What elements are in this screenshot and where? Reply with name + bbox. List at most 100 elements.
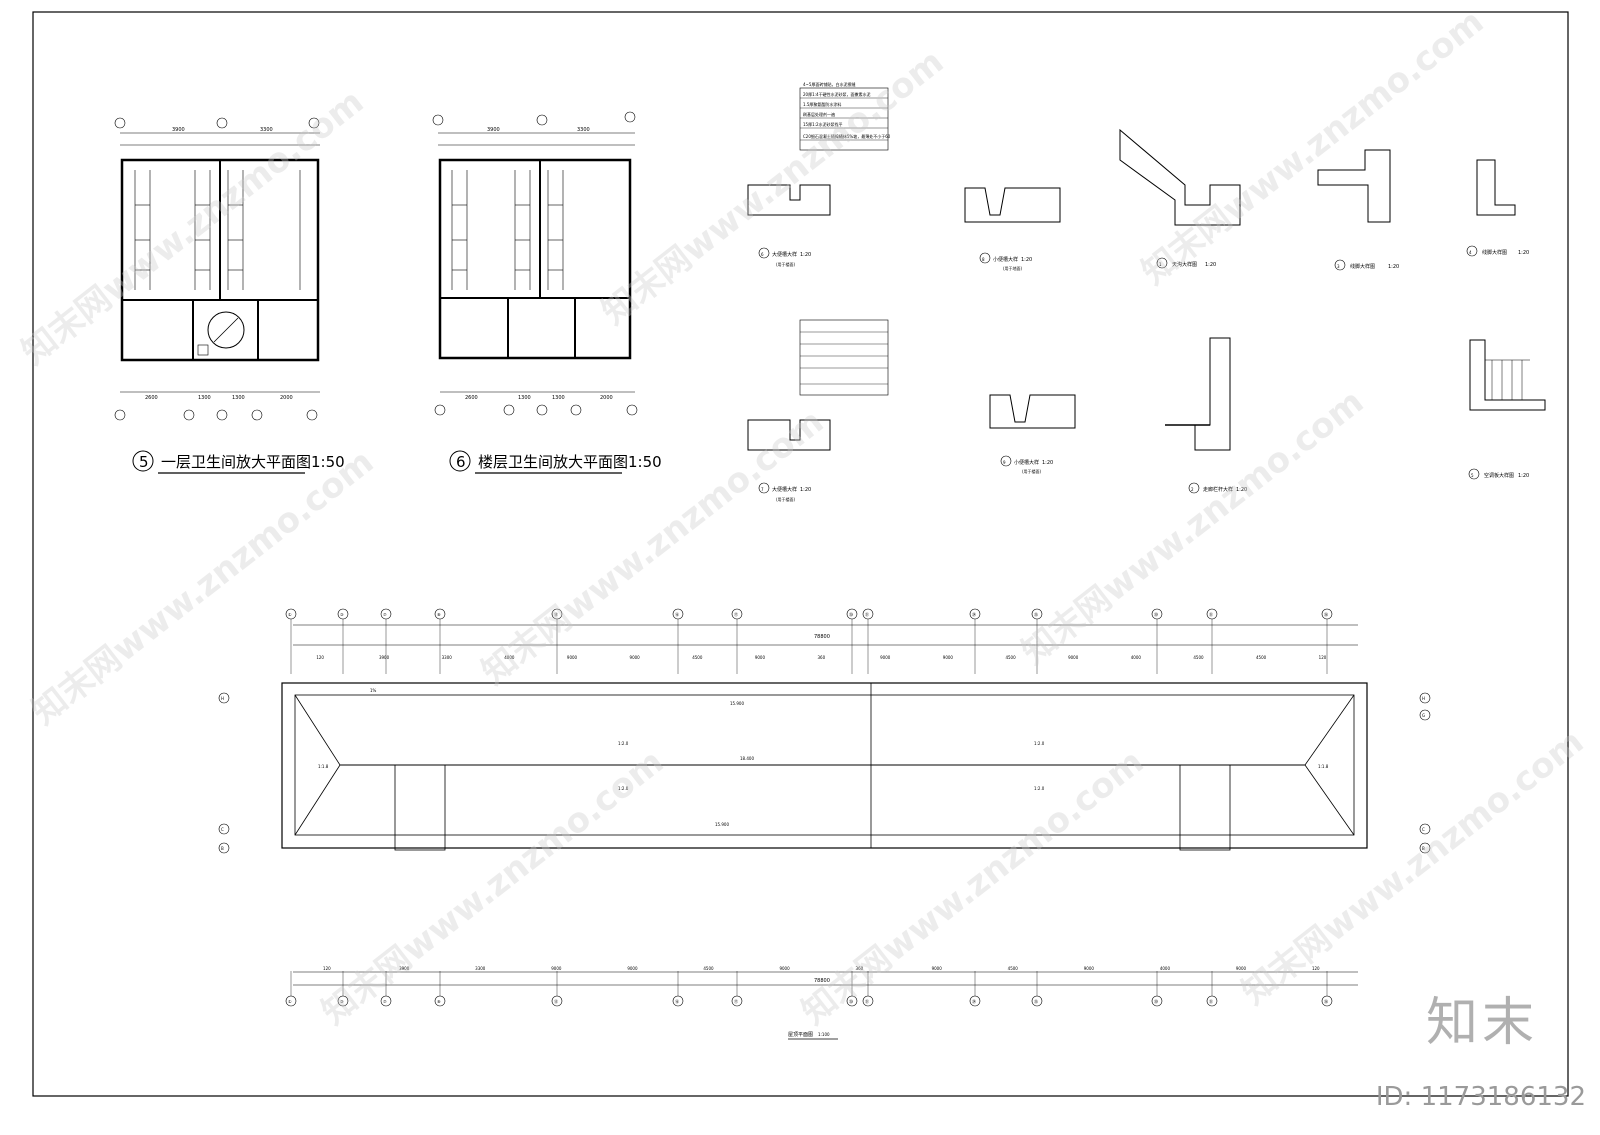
roof-dim-label: 9000	[1084, 966, 1095, 971]
p6-dim-b2: 1300	[518, 395, 531, 401]
d7-num: 7	[761, 487, 764, 492]
roof-dim-label: 9000	[627, 966, 638, 971]
d6-layer-2: 20厚1:4干硬性水泥砂浆，面撒素水泥	[803, 91, 871, 97]
roof-dim-label: 9000	[1236, 966, 1247, 971]
p5-dim-b4: 2000	[280, 395, 293, 401]
roof-axis-label: ⑳	[849, 611, 853, 617]
roof-dim-label: 4500	[692, 655, 703, 660]
roof-axis-label: ⑬	[554, 611, 558, 617]
d8-scale: 1:20	[1021, 257, 1032, 263]
roof-axis-G-r: G	[1422, 713, 1425, 718]
d8-num: 8	[982, 257, 985, 262]
roof-dim-label: 9000	[779, 966, 790, 971]
p5-dim-b2: 1300	[198, 395, 211, 401]
d3-scale: 1:20	[1388, 264, 1399, 270]
d6-scale: 1:20	[800, 252, 811, 258]
roof-dim-label: 9000	[567, 655, 578, 660]
d7-title: 大便槽大样	[772, 486, 797, 493]
roof-dim-label: 4000	[504, 655, 515, 660]
roof-axis-label: ㉔	[972, 611, 976, 617]
roof-axis-label: ①	[288, 999, 292, 1004]
roof-dim-label: 4000	[1160, 966, 1171, 971]
d2-title: 走廊栏杆大样	[1203, 486, 1233, 493]
d6-layer-5: 15厚1:2水泥砂浆找平	[803, 121, 843, 127]
roof-axis-label: ㉕	[1034, 611, 1038, 617]
roof-dim-label: 9000	[1068, 655, 1079, 660]
roof-dim-label: 120	[316, 655, 324, 660]
p5-dim-b1: 2600	[145, 395, 158, 401]
roof-axis-label: ㉛	[1209, 611, 1213, 617]
roof-axis-label: ㊱	[1324, 998, 1328, 1004]
d4-num: 4	[1469, 250, 1472, 255]
roof-axis-C: C	[221, 827, 224, 832]
roof-axis-label: ⑦	[383, 612, 387, 617]
detail-3: 3 线脚大样图 1:20	[1317, 149, 1399, 271]
p6-dim-b4: 2000	[600, 395, 613, 401]
detail-4: 4 线脚大样图 1:20	[1466, 159, 1529, 257]
d5-title: 空调板大样图	[1484, 472, 1514, 479]
roof-dim-label: 3900	[379, 655, 390, 660]
roof-axis-label: ㉚	[1154, 611, 1158, 617]
d7-scale: 1:20	[800, 487, 811, 493]
roof-axis-label: ①	[288, 612, 292, 617]
d4-scale: 1:20	[1518, 250, 1529, 256]
roof-dim-label: 4500	[1193, 655, 1204, 660]
roof-axis-label: ⑰	[734, 611, 738, 617]
roof-axis-label: ⑧	[437, 612, 441, 617]
p6-title-scale: 1:50	[628, 453, 662, 471]
p5-title-scale: 1:50	[311, 453, 345, 471]
d6-layer-1: 4~5厚面砖铺贴，白水泥擦缝	[803, 81, 855, 87]
roof-slope-2: 1:2.0	[618, 786, 629, 791]
d3-num: 3	[1337, 264, 1340, 269]
d2-scale: 1:20	[1236, 487, 1247, 493]
p6-dim-b3: 1300	[552, 395, 565, 401]
roof-axis-label: ㉑	[865, 998, 869, 1004]
roof-total-bottom: 78800	[814, 978, 830, 984]
roof-axis-label: ③	[340, 999, 344, 1004]
roof-dim-label: 9000	[551, 966, 562, 971]
roof-title: 屋顶平面图	[788, 1032, 813, 1038]
p6-title-num: 6	[456, 453, 466, 471]
roof-elev-2: 18.400	[740, 756, 754, 761]
roof-axis-label: ㉛	[1209, 998, 1213, 1004]
d4-title: 线脚大样图	[1482, 249, 1507, 256]
roof-dim-label: 120	[1312, 966, 1320, 971]
plan-5: 3900 3300 2600 1300 1300 2000	[114, 117, 345, 474]
roof-axis-label: ⑯	[675, 611, 679, 617]
roof-slope-5: 1:1.8	[318, 764, 329, 769]
d3-title: 线脚大样图	[1350, 263, 1375, 270]
d1-num: 1	[1159, 262, 1162, 267]
roof-dim-label: 3300	[442, 655, 453, 660]
roof-dim-label: 9000	[932, 966, 943, 971]
roof-elev-3: 15.900	[715, 822, 729, 827]
detail-1: 1 天沟大样图 1:20	[1119, 128, 1241, 269]
roof-dim-label: 4500	[703, 966, 714, 971]
roof-dim-label: 360	[856, 966, 864, 971]
roof-axis-label: ㉑	[865, 611, 869, 617]
d9-scale: 1:20	[1042, 460, 1053, 466]
sheet-border	[32, 11, 1569, 1097]
roof-slope-3: 1:2.0	[1034, 741, 1045, 746]
d7-note: (用于楼面)	[776, 496, 796, 502]
roof-axis-label: ㉕	[1034, 998, 1038, 1004]
p5-dim-b3: 1300	[232, 395, 245, 401]
d6-title: 大便槽大样	[772, 251, 797, 258]
roof-axis-label: ③	[340, 612, 344, 617]
roof-axis-label: ⑦	[383, 999, 387, 1004]
roof-dim-label: 4500	[1256, 655, 1267, 660]
p5-dim-top-1: 3900	[172, 127, 185, 133]
d6-layer-3: 1.5厚聚氨酯防水涂料	[803, 101, 841, 107]
roof-dim-label: 4500	[1005, 655, 1016, 660]
d6-layer-6: C20细石混凝土随捣随抹5%坡，最薄处不小于60	[803, 133, 891, 139]
roof-dim-label: 9000	[880, 655, 891, 660]
roof-axis-label: ㊱	[1324, 611, 1328, 617]
detail-5: 5 空调板大样图 1:20	[1468, 339, 1546, 480]
d9-num: 9	[1003, 460, 1006, 465]
detail-8: 8 小便槽大样 1:20 (用于地面)	[964, 187, 1061, 271]
plan-6: 3900 3300 2600 1300 1300 2000 6 楼层卫生间放大平…	[432, 111, 662, 474]
roof-dim-label: 4500	[1008, 966, 1019, 971]
